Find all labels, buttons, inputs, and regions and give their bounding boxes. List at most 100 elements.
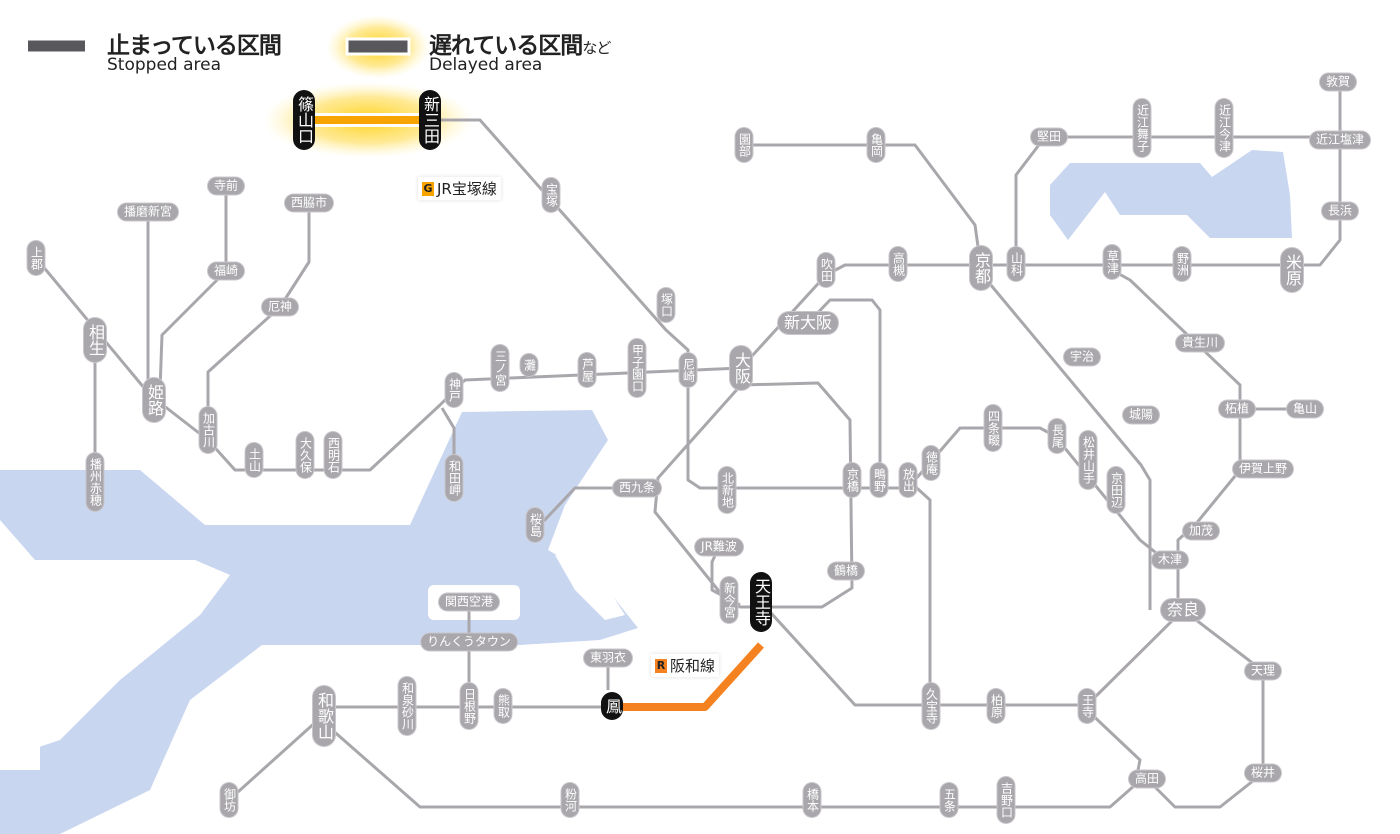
station-gojo[interactable]: 五条 bbox=[940, 783, 958, 817]
station-nagao[interactable]: 長尾 bbox=[1048, 419, 1066, 453]
station-shigino[interactable]: 鴫野 bbox=[870, 463, 888, 497]
station-harimashingu[interactable]: 播磨新宮 bbox=[117, 203, 179, 221]
station-koshienguchi[interactable]: 甲子園口 bbox=[628, 339, 646, 397]
station-sakurajima[interactable]: 桜島 bbox=[526, 508, 544, 542]
station-takada[interactable]: 高田 bbox=[1128, 770, 1166, 788]
station-tsuchiyama[interactable]: 土山 bbox=[245, 443, 263, 477]
station-kumatori[interactable]: 熊取 bbox=[494, 689, 512, 723]
line-yamatoji[interactable] bbox=[759, 600, 1185, 707]
station-tennoji[interactable]: 天王寺 bbox=[750, 572, 772, 632]
station-aioi[interactable]: 相生 bbox=[84, 318, 106, 362]
line-osaka-higashi[interactable] bbox=[806, 298, 882, 480]
station-kamo[interactable]: 加茂 bbox=[1182, 522, 1220, 540]
station-kyuhoji[interactable]: 久宝寺 bbox=[922, 683, 940, 729]
station-tsukaguchi[interactable]: 塚口 bbox=[657, 288, 675, 322]
station-oji[interactable]: 王寺 bbox=[1078, 689, 1096, 723]
station-himeji[interactable]: 姫路 bbox=[143, 378, 165, 422]
station-kyoto[interactable]: 京都 bbox=[970, 246, 992, 290]
station-tenri[interactable]: 天理 bbox=[1244, 662, 1282, 680]
station-amagasaki[interactable]: 尼崎 bbox=[679, 353, 697, 387]
station-wakayama[interactable]: 和歌山 bbox=[313, 686, 335, 746]
station-teramae[interactable]: 寺前 bbox=[207, 177, 245, 195]
station-yoshinoguchi[interactable]: 吉野口 bbox=[997, 777, 1015, 823]
station-osaka[interactable]: 大阪 bbox=[730, 346, 752, 390]
station-wadamisaki[interactable]: 和田岬 bbox=[445, 455, 463, 501]
line-kakogawa[interactable] bbox=[206, 203, 311, 440]
station-nishiakashi[interactable]: 西明石 bbox=[324, 432, 342, 478]
station-kitashinchi[interactable]: 北新地 bbox=[718, 467, 736, 513]
station-igaueno[interactable]: 伊賀上野 bbox=[1232, 460, 1294, 478]
station-nara[interactable]: 奈良 bbox=[1160, 599, 1206, 621]
station-sonobe[interactable]: 園部 bbox=[735, 128, 753, 162]
station-kameoka[interactable]: 亀岡 bbox=[867, 128, 885, 162]
station-yamashina[interactable]: 山科 bbox=[1007, 247, 1025, 281]
station-hanaten[interactable]: 放出 bbox=[899, 463, 917, 497]
station-suita[interactable]: 吹田 bbox=[817, 253, 835, 287]
station-yasu[interactable]: 野洲 bbox=[1173, 247, 1191, 281]
station-hineno[interactable]: 日根野 bbox=[460, 683, 478, 729]
station-rinkutown[interactable]: りんくうタウン bbox=[421, 633, 517, 651]
station-nishiwakishi[interactable]: 西脇市 bbox=[284, 194, 334, 212]
station-tokuan[interactable]: 徳庵 bbox=[922, 446, 940, 480]
line-osaka-higashi-south[interactable] bbox=[906, 478, 932, 705]
station-nagahama[interactable]: 長浜 bbox=[1321, 202, 1359, 220]
station-kamigori[interactable]: 上郡 bbox=[27, 241, 45, 275]
station-katata[interactable]: 堅田 bbox=[1030, 128, 1068, 146]
line-label-hanwa[interactable]: R 阪和線 bbox=[651, 654, 720, 677]
line-kosei[interactable] bbox=[1014, 135, 1340, 264]
line-sagano[interactable] bbox=[744, 143, 983, 269]
station-matsuiyamate[interactable]: 松井山手 bbox=[1079, 431, 1097, 489]
station-kyobashi[interactable]: 京橋 bbox=[843, 463, 861, 497]
station-kusatsu[interactable]: 草津 bbox=[1103, 245, 1121, 279]
station-omiimazu[interactable]: 近江今津 bbox=[1215, 99, 1233, 157]
station-shijonawate[interactable]: 四条畷 bbox=[984, 405, 1002, 451]
legend-delayed-ja: 遅れている区間 bbox=[429, 33, 583, 59]
station-shinsanda[interactable]: 新三田 bbox=[419, 90, 441, 150]
station-tsuge[interactable]: 柘植 bbox=[1218, 400, 1256, 418]
station-kakogawa[interactable]: 加古川 bbox=[199, 407, 217, 453]
station-nada[interactable]: 灘 bbox=[520, 354, 538, 376]
station-kashiwara[interactable]: 柏原 bbox=[987, 689, 1005, 723]
station-izumisunagawa[interactable]: 和泉砂川 bbox=[398, 677, 416, 735]
station-shinosaka[interactable]: 新大阪 bbox=[777, 312, 839, 334]
station-hashimoto[interactable]: 橋本 bbox=[803, 783, 821, 817]
station-okubo[interactable]: 大久保 bbox=[296, 432, 314, 478]
station-tsuruga[interactable]: 敦賀 bbox=[1319, 73, 1357, 91]
station-banshuako[interactable]: 播州赤穂 bbox=[86, 453, 104, 511]
station-higashihagoromo[interactable]: 東羽衣 bbox=[583, 649, 633, 667]
station-nishikujo[interactable]: 西九条 bbox=[612, 479, 662, 497]
station-kobe[interactable]: 神戸 bbox=[445, 373, 463, 407]
station-kibukawa[interactable]: 貴生川 bbox=[1175, 334, 1225, 352]
station-fukusaki[interactable]: 福崎 bbox=[207, 262, 245, 280]
station-sannomiya[interactable]: 三ノ宮 bbox=[491, 345, 509, 391]
station-maibara[interactable]: 米原 bbox=[1281, 248, 1303, 292]
station-sasayamaguchi[interactable]: 篠山口 bbox=[293, 90, 315, 150]
station-kokawa[interactable]: 粉河 bbox=[561, 783, 579, 817]
station-shinimamiya[interactable]: 新今宮 bbox=[720, 577, 738, 623]
station-ashiya[interactable]: 芦屋 bbox=[578, 353, 596, 387]
station-otori[interactable]: 鳳 bbox=[601, 692, 623, 720]
line-label-takarazuka[interactable]: G JR宝塚線 bbox=[418, 177, 501, 200]
station-uji[interactable]: 宇治 bbox=[1063, 348, 1101, 366]
line-kisei[interactable] bbox=[227, 718, 320, 802]
station-kyotanabe[interactable]: 京田辺 bbox=[1107, 467, 1125, 513]
station-tsuruhashi[interactable]: 鶴橋 bbox=[827, 562, 865, 580]
line-nara[interactable] bbox=[983, 277, 1152, 610]
station-kizu[interactable]: 木津 bbox=[1151, 551, 1189, 569]
station-jrnamba[interactable]: JR難波 bbox=[695, 538, 743, 556]
station-joyo[interactable]: 城陽 bbox=[1122, 406, 1160, 424]
station-omimaiko[interactable]: 近江舞子 bbox=[1133, 99, 1151, 157]
station-gobo[interactable]: 御坊 bbox=[220, 783, 238, 817]
station-omishiotsu[interactable]: 近江塩津 bbox=[1309, 131, 1371, 149]
line-bantan[interactable] bbox=[158, 186, 228, 391]
station-sakurai[interactable]: 桜井 bbox=[1244, 764, 1282, 782]
station-takatsuki[interactable]: 高槻 bbox=[889, 247, 907, 281]
station-yakujin[interactable]: 厄神 bbox=[261, 298, 299, 316]
delayed-section-hanwa[interactable] bbox=[612, 642, 764, 711]
station-kansaiairport[interactable]: 関西空港 bbox=[438, 593, 500, 611]
line-sakurai[interactable] bbox=[1145, 608, 1265, 809]
station-takarazuka[interactable]: 宝塚 bbox=[542, 178, 560, 212]
line-takarazuka[interactable] bbox=[430, 118, 908, 490]
line-wakayama[interactable] bbox=[329, 708, 1142, 809]
station-kameyama[interactable]: 亀山 bbox=[1286, 400, 1324, 418]
